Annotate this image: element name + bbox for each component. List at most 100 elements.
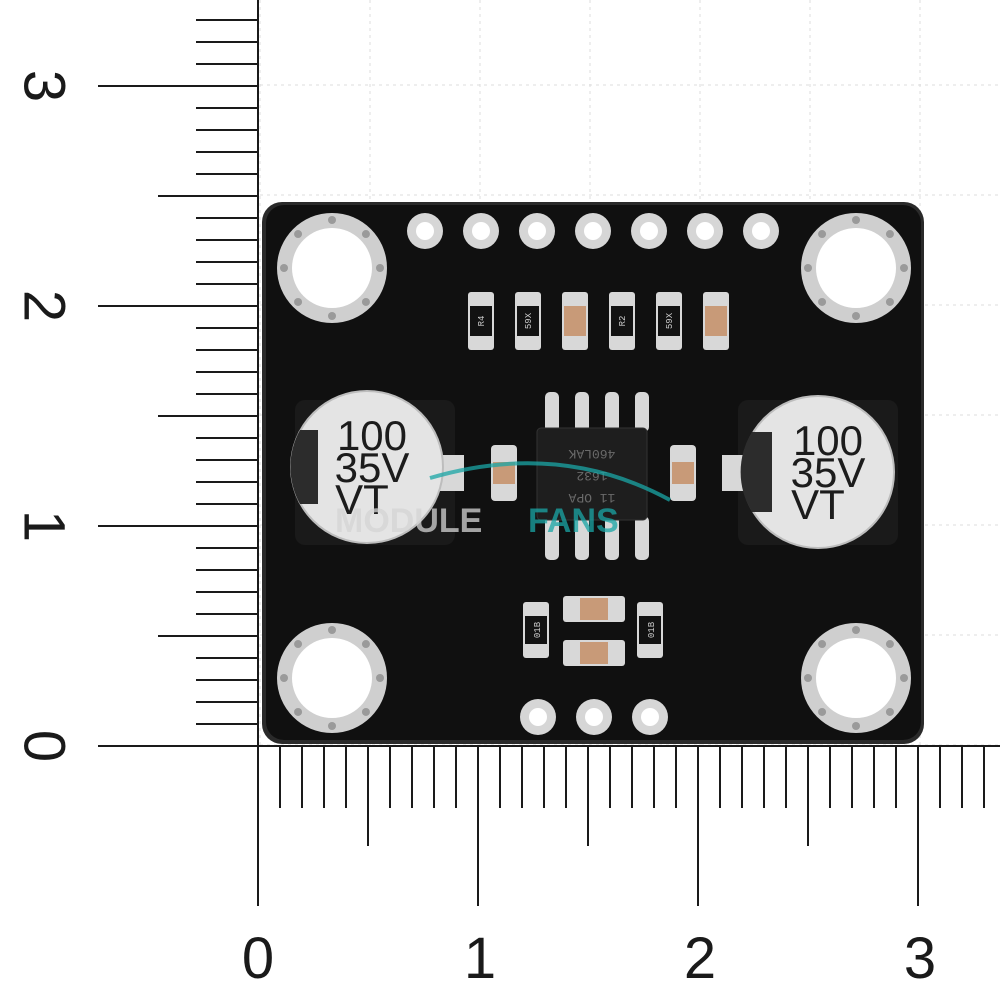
electrolytic-capacitor-left: 100 35V VT [290, 390, 464, 545]
watermark: MODULE FANS [335, 461, 671, 540]
mounting-hole-top-left [277, 213, 387, 323]
chip-pin [605, 516, 619, 560]
electrolytic-capacitor-right: 100 35V VT [722, 395, 898, 549]
chip-pin [635, 392, 649, 432]
smd-resistor-code: 59X [524, 312, 534, 329]
via-dot [294, 297, 303, 306]
via-dot [852, 722, 860, 730]
cap-left-value: 100 [337, 412, 407, 459]
header-pad-hole [416, 222, 434, 240]
cap-left-series: VT [335, 476, 389, 523]
smd-resistor-body [611, 306, 633, 336]
chip-pin [545, 392, 559, 432]
ruler-ticks [98, 0, 1000, 906]
pcb-board: R4 59X R2 59X 460LAK 1632 11 OPA 100 35V VT [262, 202, 924, 744]
smd-resistor-code: R4 [477, 316, 487, 327]
via-dot [804, 264, 812, 272]
smd-resistor-code: R2 [618, 316, 628, 327]
ruler-y-label-3: 3 [12, 70, 77, 102]
chip-pin [575, 392, 589, 432]
via-dot [361, 640, 370, 649]
smd-capacitor-left [491, 445, 517, 501]
ruler-x-label-2: 2 [684, 926, 716, 991]
via-dot [818, 230, 827, 239]
chip-pin [545, 516, 559, 560]
ruler-x-labels: 0 1 2 3 [242, 926, 936, 991]
cap-right-voltage: 35V [791, 449, 866, 496]
via-dot [885, 297, 894, 306]
via-dot [852, 312, 860, 320]
header-pad-hole [528, 222, 546, 240]
via-dot [361, 297, 370, 306]
smd-resistor-body [470, 306, 492, 336]
res-bottom-right-code: 01B [647, 621, 657, 638]
header-pad-hole [640, 222, 658, 240]
ruler-x-label-0: 0 [242, 926, 274, 991]
via-dot [361, 230, 370, 239]
header-pad-hole [752, 222, 770, 240]
via-dot [280, 264, 288, 272]
via-dot [885, 707, 894, 716]
header-pad-hole [641, 708, 659, 726]
via-dot [294, 230, 303, 239]
chip-pin [605, 392, 619, 432]
via-dot [818, 640, 827, 649]
smd-capacitor-right [670, 445, 696, 501]
ruler-x-label-1: 1 [464, 926, 496, 991]
header-pins-bottom [520, 699, 668, 735]
ruler-y-labels: 3 2 1 0 [12, 70, 77, 762]
resistor-row-top: R4 59X R2 59X [468, 292, 729, 350]
cap-left-voltage: 35V [335, 444, 410, 491]
via-dot [328, 312, 336, 320]
mounting-hole-vias [280, 216, 908, 730]
smd-resistor-code: 59X [665, 312, 675, 329]
via-dot [376, 674, 384, 682]
via-dot [818, 707, 827, 716]
header-pad-hole [529, 708, 547, 726]
res-bottom-left-code: 01B [533, 621, 543, 638]
header-pad-hole [696, 222, 714, 240]
ruler-x-label-3: 3 [904, 926, 936, 991]
header-pad-hole [472, 222, 490, 240]
via-dot [294, 640, 303, 649]
via-dot [376, 264, 384, 272]
smd-resistor-body [564, 306, 586, 336]
ruler-y-label-1: 1 [12, 510, 77, 542]
via-dot [328, 216, 336, 224]
via-dot [852, 216, 860, 224]
resistor-cluster-bottom: 01B 01B [523, 596, 663, 666]
smd-resistor-body [658, 306, 680, 336]
via-dot [885, 640, 894, 649]
via-dot [818, 297, 827, 306]
op-amp-chip: 460LAK 1632 11 OPA [536, 392, 649, 560]
via-dot [361, 707, 370, 716]
via-dot [885, 230, 894, 239]
smd-resistor-body [517, 306, 539, 336]
via-dot [328, 626, 336, 634]
ruler-y-label-2: 2 [12, 290, 77, 322]
ruler-y-label-0: 0 [12, 730, 77, 762]
via-dot [852, 626, 860, 634]
via-dot [804, 674, 812, 682]
via-dot [294, 707, 303, 716]
mounting-hole-top-right [801, 213, 911, 323]
mounting-hole-bottom-right [801, 623, 911, 733]
chip-marking-3: 11 OPA [568, 490, 615, 505]
smd-resistor-body [705, 306, 727, 336]
chip-pin [635, 516, 649, 560]
cap-right-series: VT [791, 481, 845, 528]
mounting-hole-bottom-left [277, 623, 387, 733]
watermark-text-fans: FANS [528, 502, 619, 540]
header-pins-top [407, 213, 779, 249]
via-dot [900, 674, 908, 682]
chip-marking-1: 460LAK [568, 446, 615, 461]
via-dot [900, 264, 908, 272]
header-pad-hole [584, 222, 602, 240]
chip-pin [575, 516, 589, 560]
header-pad-hole [585, 708, 603, 726]
via-dot [328, 722, 336, 730]
via-dot [280, 674, 288, 682]
watermark-text-module: MODULE [335, 502, 482, 540]
cap-right-value: 100 [793, 417, 863, 464]
